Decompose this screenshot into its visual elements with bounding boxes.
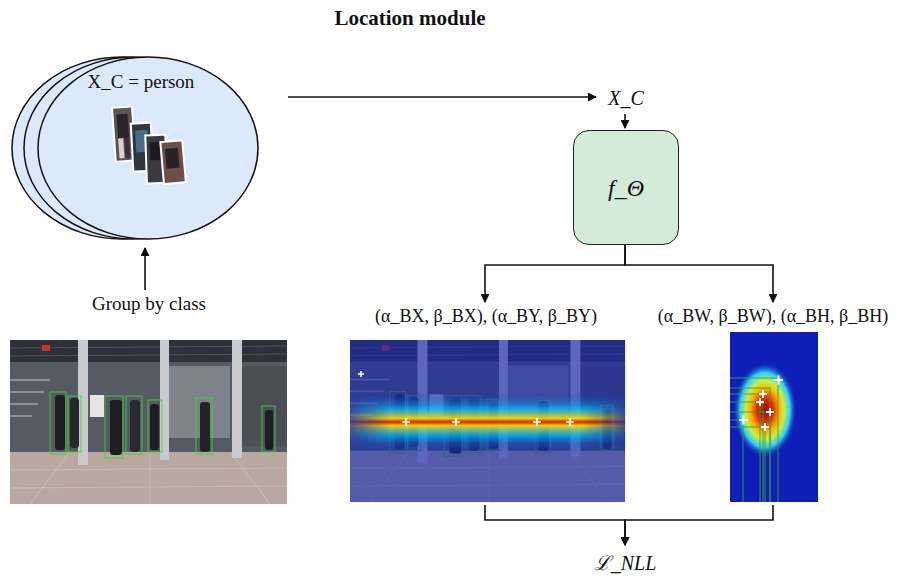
node-label: f_Θ [608, 173, 644, 203]
illustration-path [730, 412, 770, 502]
illustration-rect [159, 139, 187, 185]
node-label: ℒ_NLL [594, 551, 657, 576]
illustration-path [730, 420, 743, 502]
illustration-rect [730, 332, 818, 502]
class-group-ellipse: X_C = person [10, 52, 272, 244]
illustration-path [766, 408, 774, 416]
illustration-path [452, 418, 460, 426]
illustration-rect [118, 138, 124, 158]
node-label: (α_BX, β_BX), (α_BY, β_BY) [375, 305, 597, 328]
node-label: (α_BW, β_BW), (α_BH, β_BH) [658, 305, 889, 328]
person-crops [105, 106, 195, 186]
diagram-title: Location module [230, 6, 590, 31]
class-input-label: X_C [602, 84, 650, 112]
connector-arrow [485, 245, 625, 302]
illustration-path [402, 418, 410, 426]
illustration-path [358, 371, 364, 377]
illustration-path [756, 398, 764, 406]
size-heatmap-panel: (α_BW, β_BW), (α_BH, β_BH) [644, 305, 902, 502]
illustration-use [10, 340, 287, 504]
illustration-rect [350, 392, 625, 452]
group-ellipse [38, 57, 258, 239]
illustration-g [159, 139, 187, 185]
xy-heatmap [350, 340, 625, 502]
loss-label: ℒ_NLL [588, 548, 663, 578]
position-heatmap-panel: (α_BX, β_BX), (α_BY, β_BY) [345, 305, 627, 502]
illustration-use [350, 340, 625, 502]
illustration-g [358, 371, 574, 426]
illustration-path [774, 376, 783, 385]
illustration-path [566, 418, 574, 426]
network-box: f_Θ [573, 130, 679, 245]
node-label: Group by class [92, 292, 206, 316]
illustration-rect [350, 340, 625, 502]
illustration-rect [161, 141, 184, 183]
connector-arrow [625, 505, 773, 545]
node-label: X_C [608, 86, 644, 111]
illustration-rect [116, 114, 129, 139]
illustration-rect [165, 148, 180, 169]
illustration-path [730, 378, 778, 502]
input-image-panel: Group by class [10, 292, 288, 505]
illustration-path [761, 423, 769, 431]
illustration-rect [124, 138, 130, 158]
node-label: X_C = person [88, 70, 195, 94]
illustration-path [730, 388, 770, 502]
illustration-path [730, 394, 763, 502]
connector-arrow [144, 248, 146, 290]
illustration-g [730, 378, 778, 502]
connector-arrow [485, 505, 625, 545]
illustration-path [730, 427, 765, 502]
illustration-path [759, 390, 767, 398]
illustration-path [739, 416, 748, 425]
wh-heatmap [730, 332, 818, 502]
connector-arrow [624, 114, 626, 128]
connector-arrow [625, 245, 773, 302]
street-photo [10, 340, 287, 504]
illustration-path [533, 418, 541, 426]
illustration-path [730, 402, 760, 502]
connector-arrow [288, 96, 596, 98]
illustration-g [739, 376, 783, 432]
